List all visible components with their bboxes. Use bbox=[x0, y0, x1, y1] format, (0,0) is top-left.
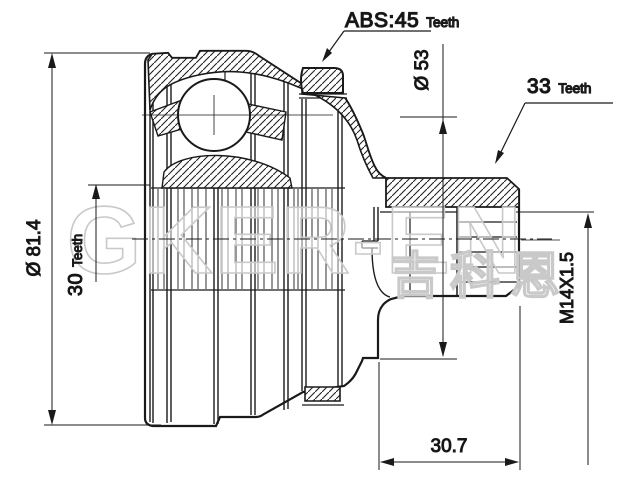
arrow-up-icon bbox=[584, 213, 592, 228]
outer-spline-unit: Teeth bbox=[558, 81, 591, 96]
arrow-up-icon bbox=[439, 119, 447, 134]
arrow-down-icon bbox=[439, 342, 447, 357]
abs-unit: Teeth bbox=[426, 15, 459, 30]
dim-thread-spec: M14X1.5 bbox=[516, 211, 594, 465]
abs-ring-section bbox=[300, 67, 344, 406]
spline-shaft bbox=[385, 177, 520, 208]
ring-diameter-text: Ø 53 bbox=[412, 49, 433, 90]
outer-diameter-text: Ø 81.4 bbox=[24, 219, 45, 276]
inner-spline-count: 30 bbox=[65, 273, 87, 296]
outer-spline-label: 33 Teeth bbox=[527, 75, 591, 98]
arrow-right-icon bbox=[505, 458, 519, 466]
stub-length-text: 30.7 bbox=[431, 436, 468, 457]
watermark-cjk: 吉科恩 bbox=[390, 248, 570, 304]
arrow-left-icon bbox=[380, 458, 394, 466]
inner-spline-label: 30 Teeth bbox=[65, 234, 87, 296]
arrow-up-icon bbox=[92, 184, 100, 199]
thread-section bbox=[380, 207, 517, 296]
ball-bearing bbox=[142, 78, 333, 152]
abs-label: ABS:45 Teeth bbox=[345, 9, 459, 32]
watermark-brand: GKER-EN bbox=[67, 187, 524, 294]
dim-outer-diameter: Ø 81.4 bbox=[24, 52, 161, 426]
outer-spline-count: 33 bbox=[527, 75, 551, 98]
inner-spline-unit: Teeth bbox=[70, 234, 85, 267]
arrow-leader-icon bbox=[495, 150, 504, 164]
thread-spec-text: M14X1.5 bbox=[557, 252, 577, 324]
arrow-leader-icon bbox=[322, 48, 332, 62]
dim-ring-diameter: Ø 53 bbox=[380, 44, 457, 360]
label-outer-spline-teeth: 33 Teeth bbox=[495, 74, 613, 164]
arrow-down-icon bbox=[48, 410, 56, 425]
dim-inner-spline-teeth: 30 Teeth bbox=[65, 184, 150, 297]
abs-value: ABS:45 bbox=[345, 9, 419, 32]
label-abs-teeth: ABS:45 Teeth bbox=[322, 8, 460, 62]
dim-stub-length: 30.7 bbox=[378, 306, 521, 470]
watermark: GKER-EN 吉科恩 bbox=[66, 186, 570, 305]
arrow-up-icon bbox=[48, 53, 56, 68]
